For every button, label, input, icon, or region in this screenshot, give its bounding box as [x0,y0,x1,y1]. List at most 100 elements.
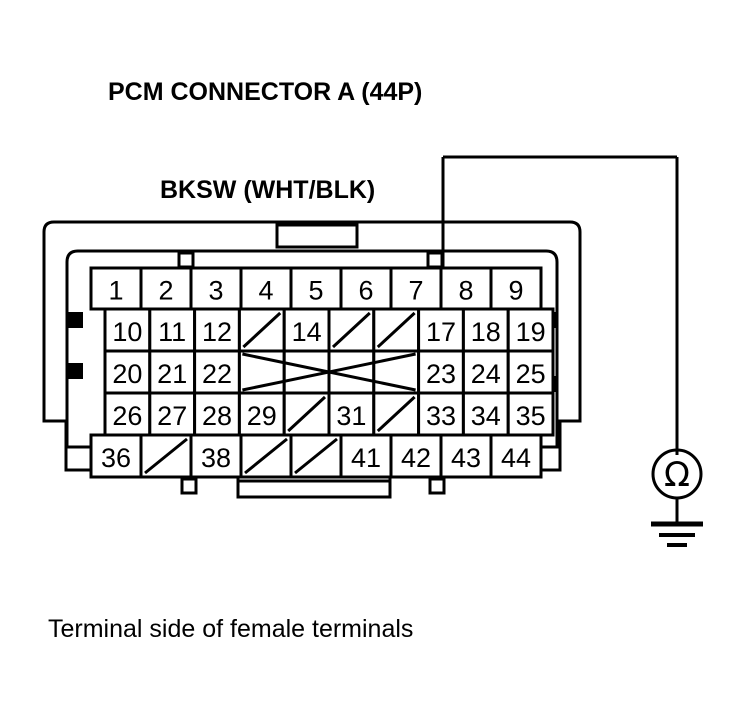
pin-cell: 21 [148,349,197,395]
locator-tab-left-upper [68,312,83,328]
pin-cell: 42 [389,433,443,479]
pin-number: 21 [157,359,187,389]
pin-cell: 25 [506,349,555,395]
pin-cell: 26 [103,391,152,437]
blank-cell [239,433,293,479]
pin-cell: 41 [339,433,393,479]
cell-border [89,433,143,479]
pin-number: 1 [108,276,123,306]
pin-number: 44 [501,443,531,473]
pin-cell: 5 [289,266,343,311]
pin-number: 17 [426,317,456,347]
pin-number: 9 [508,276,523,306]
pin-number: 5 [308,276,323,306]
pin-cell: 9 [489,266,543,311]
pin-cell: 2 [139,266,193,311]
pin-number: 14 [292,317,322,347]
cell-border [193,391,241,437]
pin-number: 4 [258,276,273,306]
pin-cell: 23 [417,349,465,395]
unused-slash [144,437,188,475]
cell-border [89,266,143,311]
pin-cell: 35 [506,391,555,437]
bottom-tab-right [428,477,446,495]
pin-cell: 18 [461,307,510,353]
cell-border [417,307,465,353]
cell-border [506,391,555,437]
unused-slash [244,437,288,475]
pin-cell: 8 [439,266,493,311]
pin-number: 22 [202,359,232,389]
pin-cell: 33 [417,391,465,437]
connector-bottom-tabs [180,477,446,499]
cell-border [239,266,293,311]
pin-number: 26 [112,401,142,431]
pin-cell: 19 [506,307,555,353]
unused-slash [242,311,282,349]
pin-number: 29 [247,401,277,431]
cell-border [189,266,243,311]
locator-tab-left-lower [68,363,83,379]
pin-number: 41 [351,443,381,473]
pin-cell: 27 [148,391,197,437]
pin-cell: 7 [389,266,443,311]
pin-number: 31 [336,401,366,431]
pin-number: 23 [426,359,456,389]
page-title: PCM CONNECTOR A (44P) [108,78,422,106]
pin-cell: 3 [189,266,243,311]
pin-cell: 6 [339,266,393,311]
cell-border [389,433,443,479]
unused-slash [287,395,327,433]
pin-number: 12 [202,317,232,347]
pin-cell: 38 [189,433,243,479]
unused-slash [376,395,416,433]
pin-number: 24 [471,359,501,389]
pin-cell: 24 [461,349,510,395]
pin-number: 6 [358,276,373,306]
pin-cell: 10 [103,307,152,353]
pin-number: 43 [451,443,481,473]
bottom-tab-left [180,477,198,495]
pin-cell: 22 [193,349,241,395]
connector-top-latch [275,223,359,249]
blank-cell [139,433,193,479]
pin-number: 28 [202,401,232,431]
pin-number: 25 [516,359,546,389]
pin-number: 34 [471,401,501,431]
blank-cell [372,307,421,353]
blank-cell [237,307,286,353]
pin-number: 33 [426,401,456,431]
pin-cell: 36 [89,433,143,479]
unused-span-x [242,352,416,392]
cell-border [461,349,510,395]
blank-cell [372,391,421,437]
pin-cell: 44 [489,433,543,479]
pin-cell: 14 [282,307,331,353]
pin-row-5: 36 38 41 42 43 44 [89,433,543,479]
ground-symbol [651,498,703,547]
pin-number: 20 [112,359,142,389]
unused-slash [331,311,371,349]
connector-inner-body [65,249,559,449]
pin-number: 10 [112,317,142,347]
figure-caption: Terminal side of female terminals [48,615,413,643]
blank-cell [327,307,376,353]
pin-cell: 1 [89,266,143,311]
cell-border [489,433,543,479]
pin-number: 19 [516,317,546,347]
signal-label: BKSW (WHT/BLK) [160,176,375,204]
pin-cell: 34 [461,391,510,437]
top-latch-rect [275,223,359,249]
pin-number: 8 [458,276,473,306]
pin-number: 36 [101,443,131,473]
pin-number: 3 [208,276,223,306]
pin-number: 2 [158,276,173,306]
pin-cell: 4 [239,266,293,311]
pin-number: 35 [516,401,546,431]
top-tab-right [426,251,444,269]
